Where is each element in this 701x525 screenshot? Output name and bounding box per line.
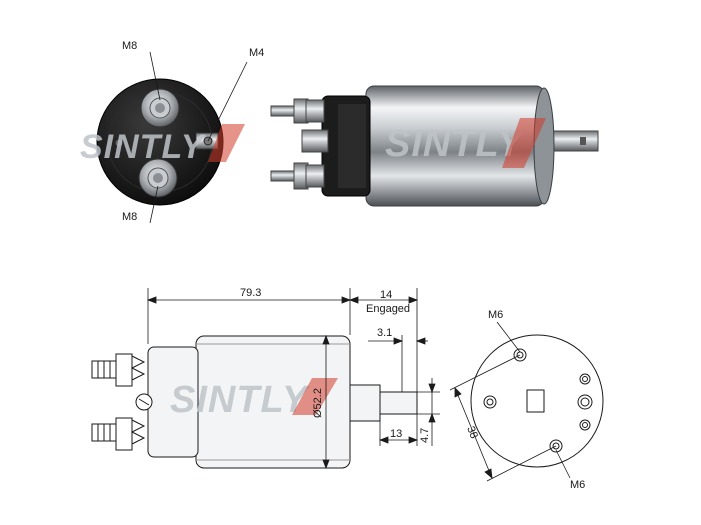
photo-side-view xyxy=(270,85,599,207)
dim-shaft-length: 13 xyxy=(390,428,402,440)
dim-engaged-caption: Engaged xyxy=(366,303,410,315)
side-view-drawing xyxy=(91,335,418,469)
plunger-slot xyxy=(526,389,545,413)
label-m8-top: M8 xyxy=(122,40,137,52)
photo-end-view-callouts: M8 M8 M4 xyxy=(122,40,264,224)
label-m8-bottom: M8 xyxy=(122,211,137,223)
dim-engaged-value: 14 xyxy=(380,289,392,301)
watermark-text: SINTLY xyxy=(170,379,311,421)
dim-plunger-offset: 3.1 xyxy=(377,327,392,339)
label-m4: M4 xyxy=(249,47,264,59)
side-view-dimensions xyxy=(146,288,440,470)
label-m6-bottom: M6 xyxy=(570,479,585,491)
side-view-dimension-labels: 79.3 14 Engaged 3.1 Ø52.2 13 4.7 xyxy=(240,287,431,443)
dim-overall-length: 79.3 xyxy=(240,287,261,299)
label-m6-top: M6 xyxy=(488,309,503,321)
watermark-bottom-left: SINTLY xyxy=(170,378,338,421)
watermark-top-left: SINTLY xyxy=(80,124,245,166)
photo-end-view xyxy=(96,78,224,206)
stud-bottom-photo xyxy=(270,162,325,190)
dim-bolt-circle: 38 xyxy=(464,425,480,441)
end-view-labels: M6 M6 38 xyxy=(464,309,585,491)
dim-body-diameter: Ø52.2 xyxy=(312,388,324,418)
m8-bottom-terminal-photo xyxy=(138,158,178,198)
stud-top-photo xyxy=(270,98,325,124)
end-view-dimensions xyxy=(449,321,571,482)
watermark-text: SINTLY xyxy=(385,123,526,165)
dim-shaft-width: 4.7 xyxy=(419,428,431,443)
watermark-text: SINTLY xyxy=(80,128,207,166)
watermark-top-right: SINTLY xyxy=(385,118,546,168)
m8-top-terminal-photo xyxy=(140,88,180,128)
end-view-drawing xyxy=(470,334,604,468)
